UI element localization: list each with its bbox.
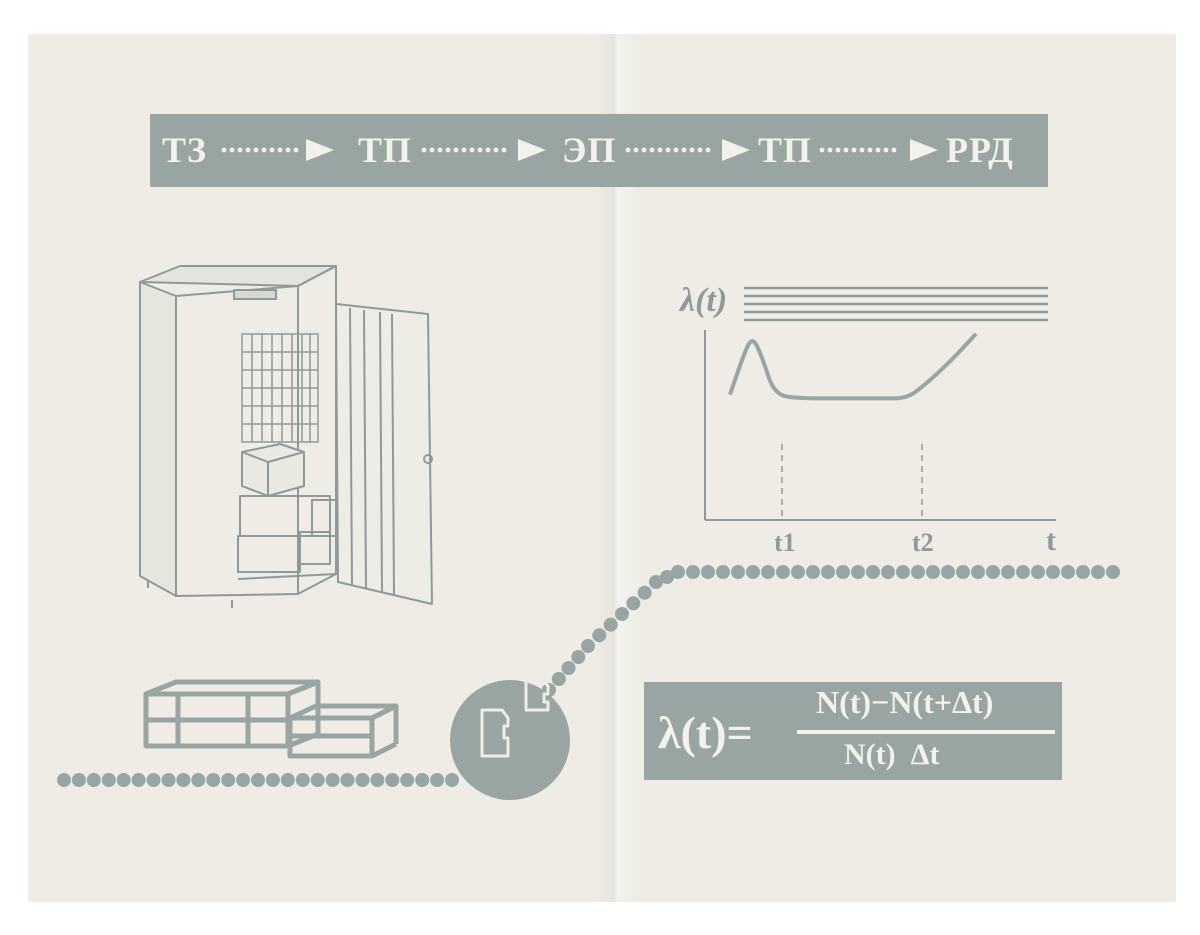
chain-dot — [116, 773, 131, 787]
chain-dot — [131, 773, 146, 787]
chain-dot — [821, 565, 835, 579]
chain-dot — [101, 773, 116, 787]
chain-dot — [686, 565, 700, 579]
chain-dot — [851, 565, 865, 579]
chain-dot — [1046, 565, 1060, 579]
chain-dot — [146, 773, 161, 787]
chain-dot — [561, 661, 576, 675]
failure-rate-chart — [704, 286, 1056, 521]
chain-dot — [57, 773, 71, 787]
illustration — [57, 265, 1120, 800]
flow-arrow-icon — [220, 139, 338, 161]
flow-arrow-icon — [420, 139, 550, 161]
formula-numerator: N(t)−N(t+Δt) — [816, 684, 994, 720]
x-tick-t2: t2 — [912, 528, 934, 557]
chart-title-stripes — [744, 286, 1048, 322]
chain-dot — [385, 773, 400, 787]
chain-dot — [615, 607, 629, 621]
chain-dot — [836, 565, 850, 579]
chain-dot — [956, 565, 970, 579]
chain-dot — [176, 773, 191, 787]
x-tick-t1: t1 — [774, 528, 796, 557]
chain-dot — [776, 565, 790, 579]
flow-arrow-icon — [818, 139, 942, 161]
flow-arrow-icon — [624, 139, 754, 161]
chain-dot — [571, 650, 586, 664]
fraction-bar — [797, 730, 1055, 734]
chain-dot — [265, 773, 280, 787]
chain-dot — [649, 575, 663, 589]
chain-dot — [400, 773, 415, 787]
flow-step-tp-2: ТП — [758, 130, 813, 170]
chain-dot — [280, 773, 295, 787]
chain-dot — [701, 565, 715, 579]
flow-step-tz: ТЗ — [162, 130, 208, 170]
chain-dot — [716, 565, 730, 579]
chain-dot — [881, 565, 895, 579]
chain-dot — [310, 773, 325, 787]
chain-dot — [603, 617, 618, 632]
x-axis-label: t — [1046, 524, 1056, 557]
chain-dot — [791, 565, 805, 579]
chain-dot — [971, 565, 985, 579]
chain-dot — [340, 773, 355, 787]
y-axis-label: λ(t) — [680, 282, 728, 319]
chain-dot — [1106, 565, 1120, 579]
chain-dot — [1001, 565, 1015, 579]
component-circle-icon — [450, 678, 570, 800]
chain-dot — [671, 565, 685, 579]
failure-rate-formula: λ(t)= N(t)−N(t+Δt) N(t) Δt — [644, 682, 1062, 780]
chain-dot — [86, 773, 101, 787]
chain-dot — [325, 773, 340, 787]
chain-dot — [986, 565, 1000, 579]
chain-dot — [806, 565, 820, 579]
chain-dot — [1031, 565, 1045, 579]
flow-step-rrd: РРД — [946, 130, 1014, 170]
chain-dot — [626, 596, 641, 611]
chain-dot — [445, 773, 459, 787]
chain-dot — [1076, 565, 1090, 579]
chain-dot — [660, 570, 674, 584]
flow-step-ep: ЭП — [562, 130, 617, 170]
chain-dot — [1016, 565, 1030, 579]
dotted-connector-line — [57, 565, 1120, 787]
chassis-frames-icon — [143, 679, 399, 759]
chain-dot — [896, 565, 910, 579]
chain-dot — [236, 773, 251, 787]
formula-denominator: N(t) Δt — [844, 738, 940, 771]
chain-dot — [637, 585, 652, 600]
chain-dot — [911, 565, 925, 579]
chain-dot — [221, 773, 236, 787]
flow-step-tp: ТП — [358, 130, 413, 170]
chain-dot — [191, 773, 206, 787]
chain-dot — [761, 565, 775, 579]
chain-dot — [251, 773, 265, 787]
chain-dot — [592, 628, 607, 643]
chain-dot — [746, 565, 760, 579]
booklet-cover: ТЗ ТП ЭП ТП РРД — [28, 34, 1176, 902]
equipment-cabinet-icon — [139, 265, 433, 608]
chain-dot — [551, 672, 566, 686]
process-flow-banner: ТЗ ТП ЭП ТП РРД — [150, 114, 1048, 187]
chain-dot — [415, 773, 430, 787]
series-line — [728, 332, 978, 401]
formula-lhs: λ(t)= — [658, 707, 753, 758]
chain-dot — [941, 565, 955, 579]
chain-dot — [295, 773, 310, 787]
chain-dot — [1061, 565, 1075, 579]
chain-dot — [370, 773, 385, 787]
chain-dot — [355, 773, 370, 787]
chain-dot — [206, 773, 221, 787]
chain-dot — [926, 565, 940, 579]
chain-dot — [731, 565, 745, 579]
chain-dot — [866, 565, 880, 579]
chain-dot — [1091, 565, 1105, 579]
chain-dot — [581, 639, 595, 653]
chain-dot — [430, 773, 445, 787]
chain-dot — [71, 773, 86, 787]
chain-dot — [161, 773, 176, 787]
